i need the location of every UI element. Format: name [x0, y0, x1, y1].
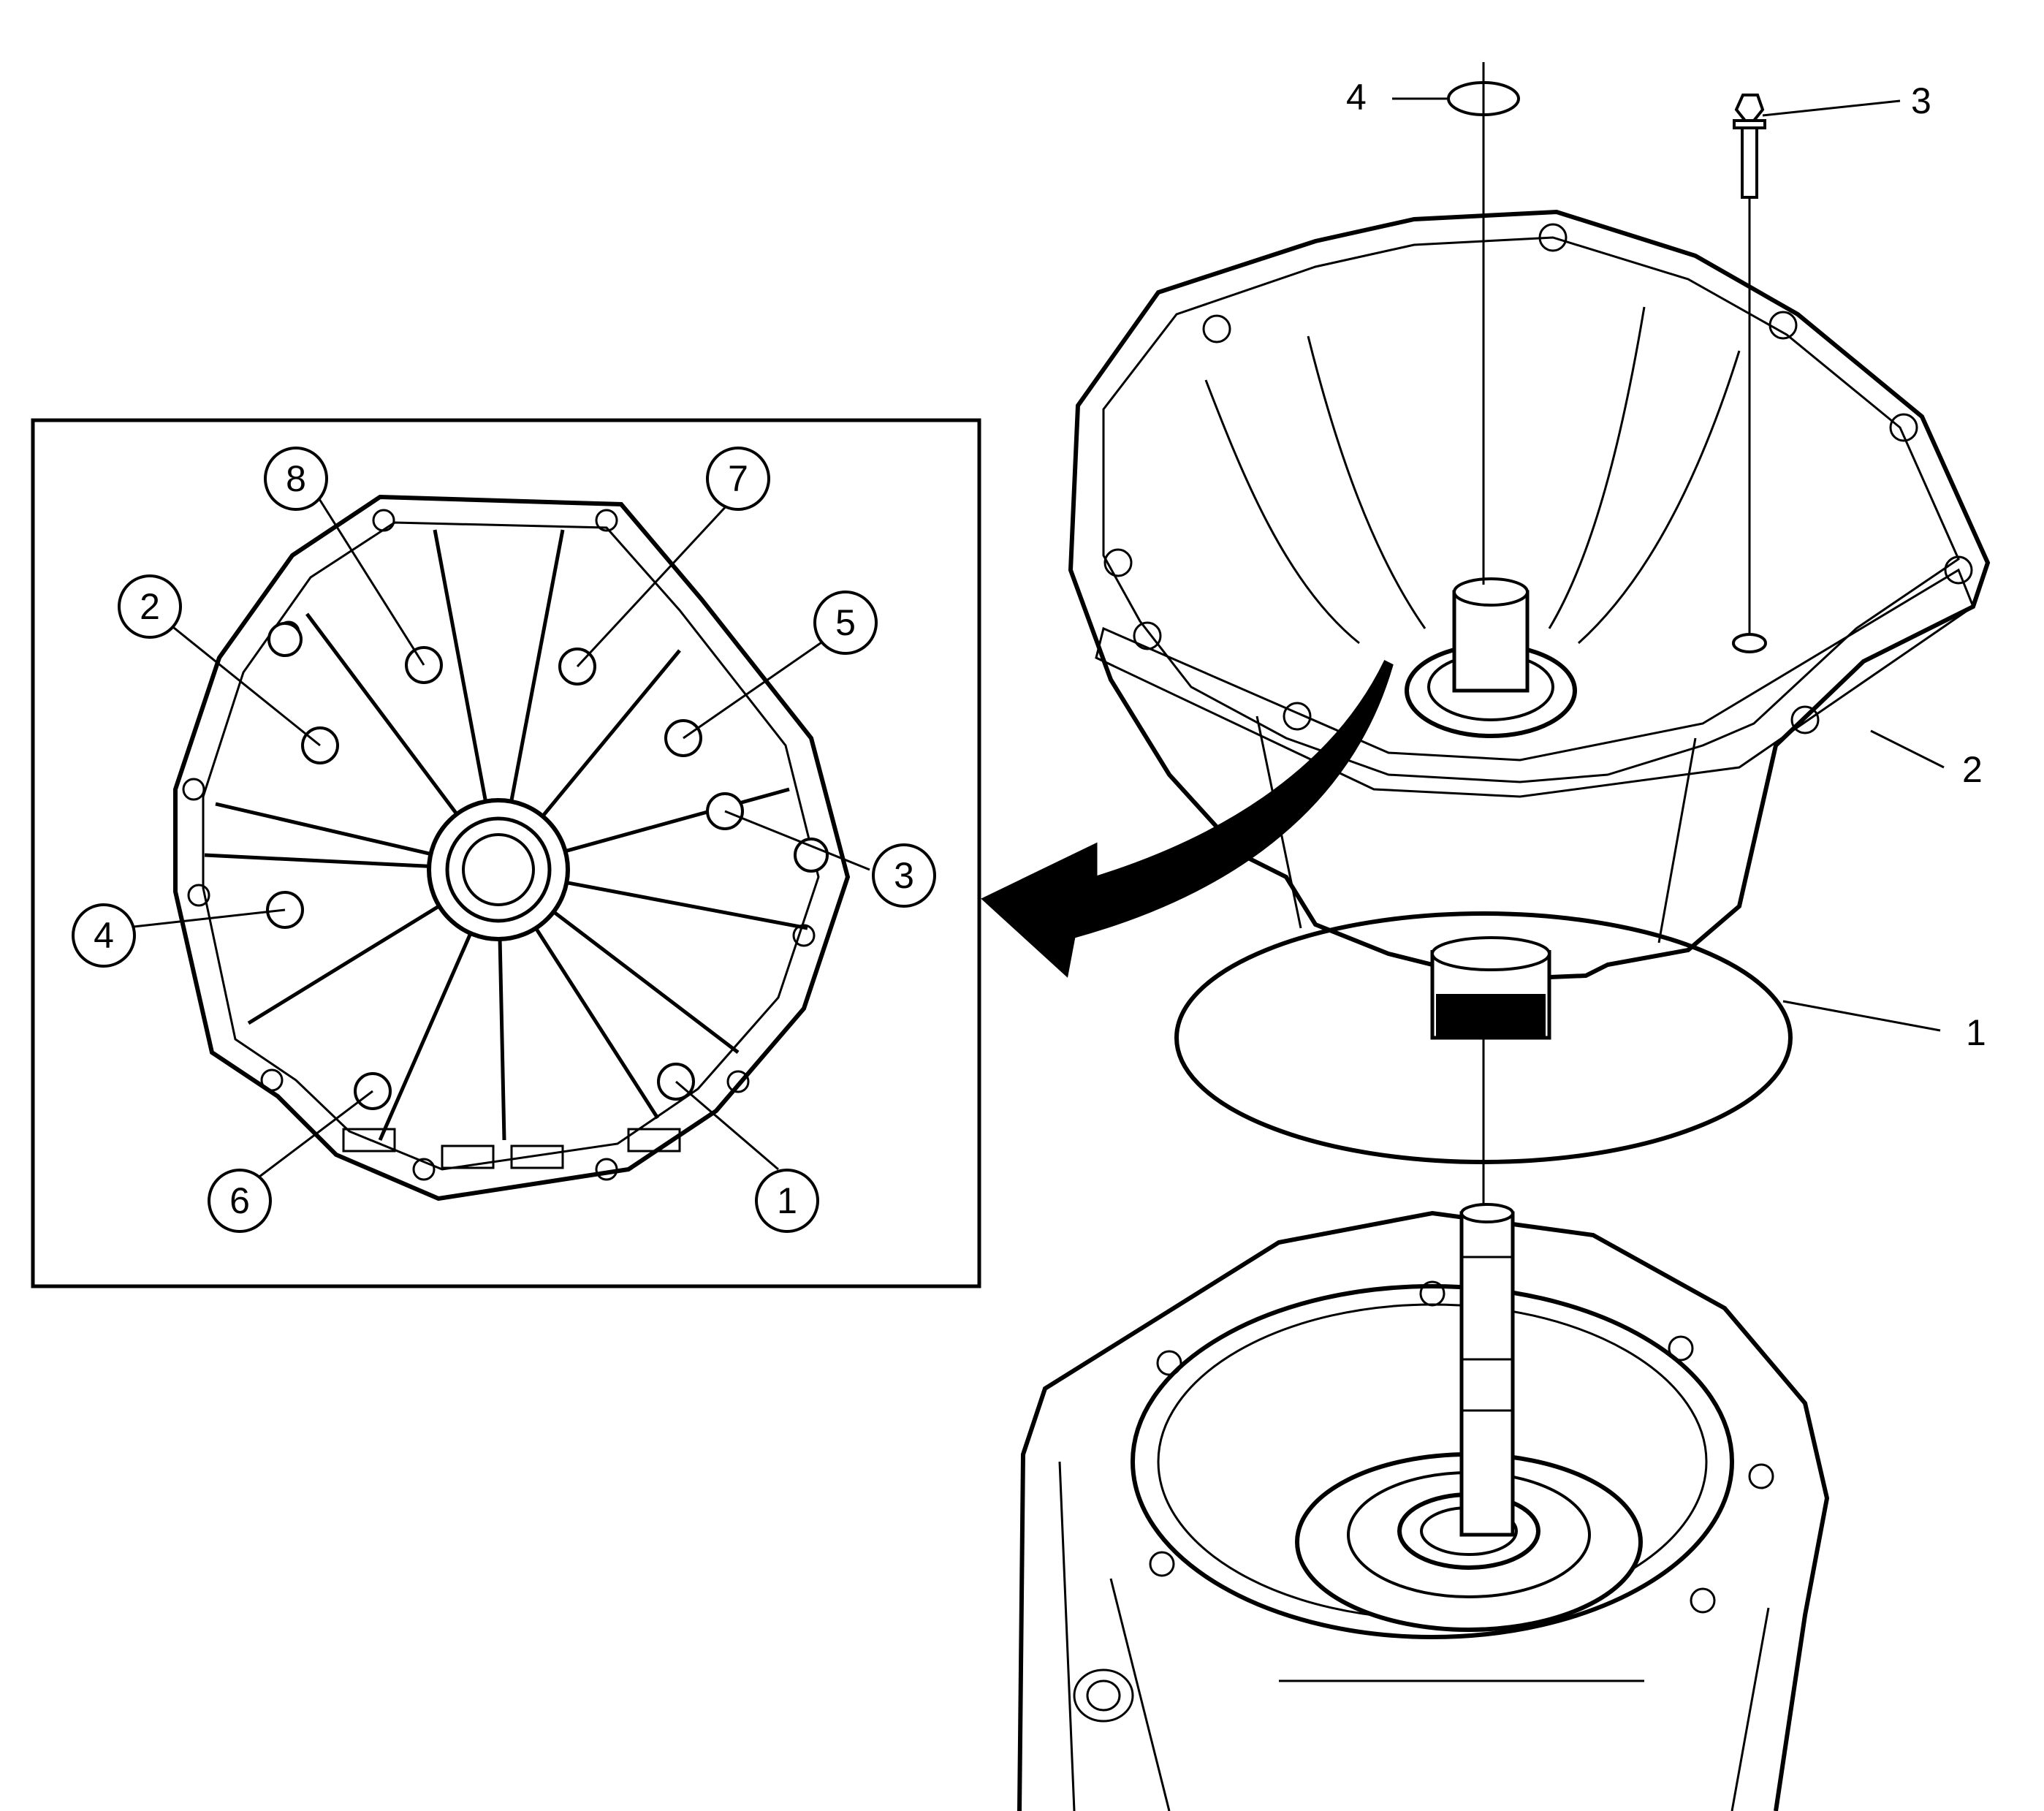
inset-callout-3: 3 [872, 843, 936, 908]
inset-callout-5: 5 [813, 591, 878, 655]
curved-arrow [981, 659, 1394, 978]
lower-case-flange-ring [1131, 1284, 1734, 1639]
inset-callout-7: 7 [706, 447, 770, 511]
upper-housing-internal-ribs [1204, 306, 1741, 944]
callout-bolt-label: 3 [1911, 80, 1931, 121]
upper-housing-tail [1430, 936, 1551, 1040]
inset-housing-outline [173, 494, 851, 1201]
callout-gasket-label: 1 [1966, 1012, 1986, 1053]
inset-callout-3-label: 3 [894, 855, 914, 896]
inset-callout-8: 8 [264, 447, 328, 511]
inset-callout-6-label: 6 [229, 1180, 250, 1221]
inset-callout-1: 1 [755, 1169, 819, 1233]
inset-dowel-right [794, 838, 829, 873]
lower-case-input-shaft [1459, 1203, 1515, 1537]
inset-callout-8-label: 8 [286, 458, 306, 499]
lower-case-flange-holes [1149, 1280, 1774, 1614]
callout-housing-label: 2 [1962, 749, 1983, 790]
inset-callout-6: 6 [208, 1169, 272, 1233]
callout-gasket: 1 [1782, 1000, 1986, 1053]
upper-housing-flange-band [1095, 568, 1975, 798]
upper-housing-bearing [1405, 577, 1577, 738]
inset-callout-4-label: 4 [94, 915, 114, 956]
inset-panel: 8 7 2 5 3 4 6 1 [31, 418, 981, 1288]
inset-callout-5-label: 5 [835, 602, 856, 643]
callout-bolt: 3 [1762, 80, 1931, 121]
inset-callout-1-label: 1 [777, 1180, 797, 1221]
inset-callout-2-label: 2 [140, 586, 160, 627]
inset-center-hub [427, 798, 570, 941]
seal-part [1447, 62, 1520, 585]
inset-housing-inner [202, 521, 820, 1171]
callout-housing: 2 [1870, 729, 1983, 790]
inset-callout-4: 4 [72, 903, 136, 968]
callout-seal: 4 [1346, 77, 1447, 118]
lower-case-side-details [1058, 1461, 1770, 1811]
upper-housing-rim-holes [1103, 223, 1973, 734]
inset-callout-7-label: 7 [728, 458, 748, 499]
bolt-part [1732, 94, 1767, 653]
inset-leader-lines [120, 492, 870, 1178]
inset-bottom-slots [342, 1128, 681, 1169]
upper-housing-outline [1068, 209, 1991, 982]
callout-seal-label: 4 [1346, 77, 1367, 118]
lower-transmission-case [1017, 1203, 1830, 1811]
inset-dowel-top-left [267, 622, 303, 657]
upper-housing [1068, 209, 1991, 1040]
upper-housing-rim-inner [1102, 236, 1960, 783]
inset-callout-2: 2 [118, 574, 182, 639]
